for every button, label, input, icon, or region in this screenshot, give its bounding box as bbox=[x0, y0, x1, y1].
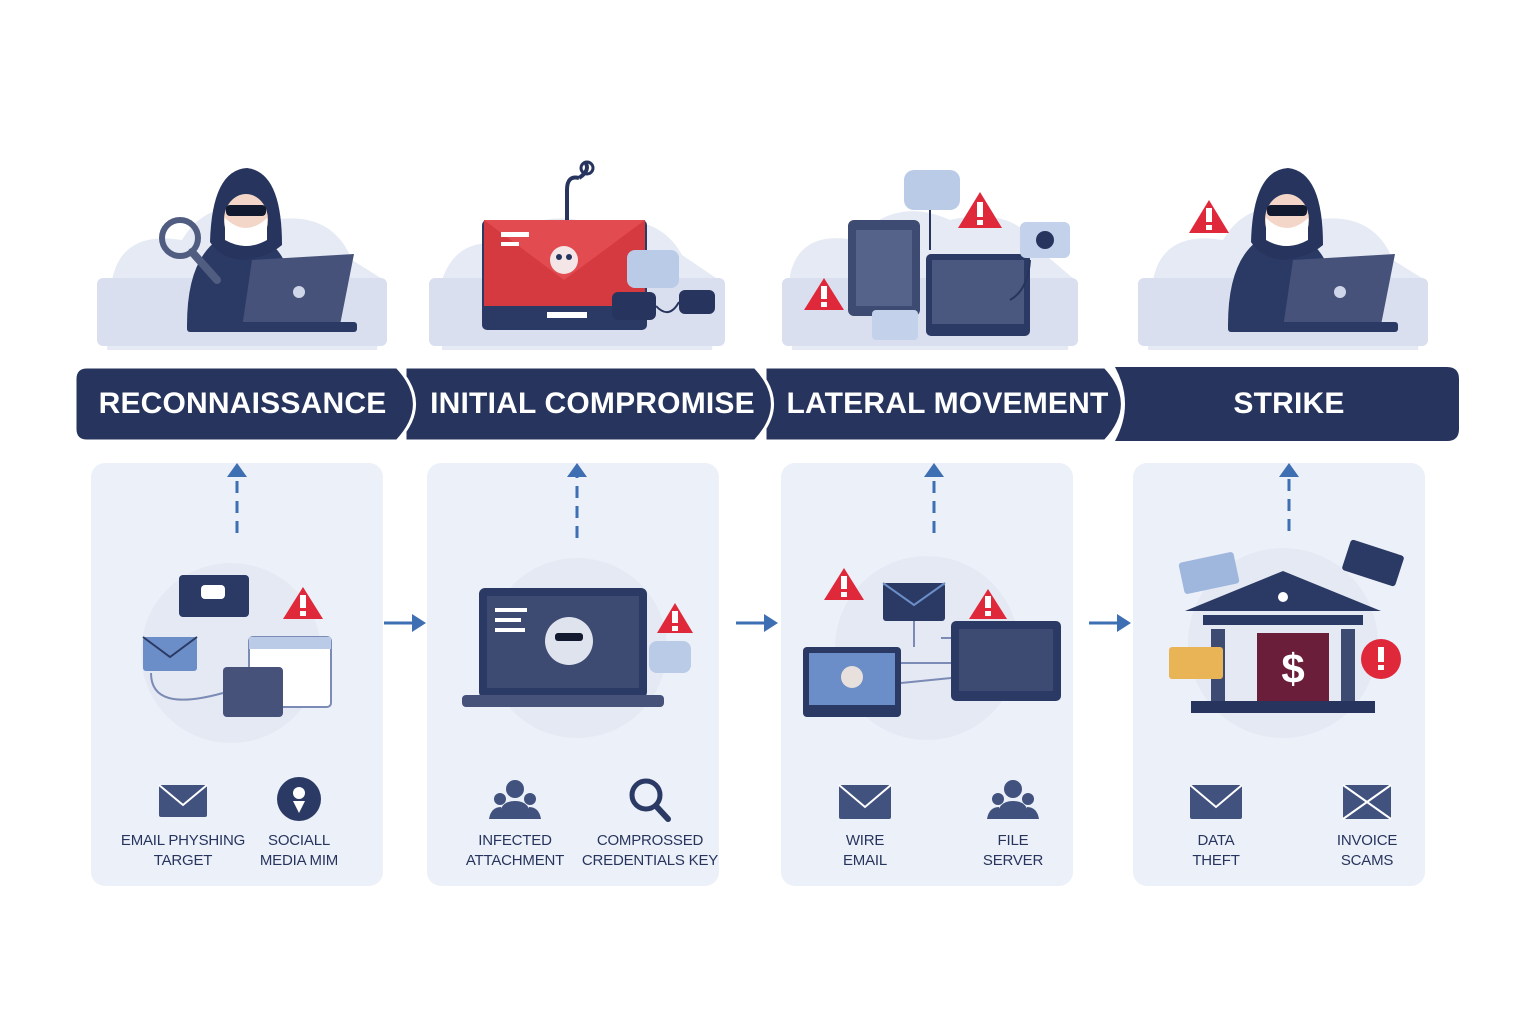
strike-detail-art: $ bbox=[1133, 463, 1425, 763]
item-file-server: FILE SERVER bbox=[943, 775, 1083, 871]
item-label-line1: FILE bbox=[997, 832, 1029, 849]
reconnaissance-detail-art bbox=[91, 463, 383, 763]
item-wire-email: WIRE EMAIL bbox=[795, 775, 935, 871]
reconnaissance-panel: EMAIL PHYSHING TARGET SOCIALL MEDIA MIM bbox=[91, 463, 383, 886]
stage-label-lateral-movement: LATERAL MOVEMENT bbox=[786, 387, 1109, 420]
envelope-x-icon bbox=[1339, 775, 1395, 825]
item-label-line2: CREDENTIALS KEY bbox=[581, 852, 719, 869]
users-icon bbox=[487, 775, 543, 825]
item-label-line1: EMAIL PHYSHING bbox=[120, 832, 246, 849]
item-label-line2: SCAMS bbox=[1340, 852, 1394, 869]
item-invoice-scams: INVOICE SCAMS bbox=[1297, 775, 1437, 871]
item-data-theft: DATA THEFT bbox=[1146, 775, 1286, 871]
item-label-line1: COMPROSSED bbox=[596, 832, 704, 849]
strike-illustration bbox=[1133, 150, 1433, 350]
item-label-line2: SERVER bbox=[982, 852, 1044, 869]
item-compromised-credentials: COMPROSSED CREDENTIALS KEY bbox=[580, 775, 720, 871]
item-label-line2: THEFT bbox=[1192, 852, 1240, 869]
stage-label-initial-compromise: INITIAL COMPROMISE bbox=[430, 387, 755, 420]
right-arrow-icon bbox=[734, 608, 780, 638]
initial-compromise-detail-art bbox=[427, 463, 719, 763]
envelope-icon bbox=[155, 775, 211, 825]
stage-label-strike: STRIKE bbox=[1233, 387, 1345, 420]
stage-label-reconnaissance: RECONNAISSANCE bbox=[98, 387, 387, 420]
item-label-line1: INVOICE bbox=[1336, 832, 1398, 849]
lateral-movement-illustration bbox=[780, 150, 1080, 350]
envelope-icon bbox=[837, 775, 893, 825]
svg-text:$: $ bbox=[1281, 645, 1304, 692]
users-icon bbox=[985, 775, 1041, 825]
lateral-movement-panel: WIRE EMAIL FILE SERVER bbox=[781, 463, 1073, 886]
item-label-line1: SOCIALL bbox=[268, 832, 330, 849]
right-arrow-icon bbox=[1087, 608, 1133, 638]
item-label-line1: WIRE bbox=[845, 832, 885, 849]
lateral-movement-detail-art bbox=[781, 463, 1073, 763]
right-arrow-icon bbox=[382, 608, 428, 638]
reconnaissance-illustration bbox=[92, 150, 392, 350]
item-label-line2: EMAIL bbox=[842, 852, 887, 869]
initial-compromise-panel: INFECTED ATTACHMENT COMPROSSED CREDENTIALS… bbox=[427, 463, 719, 886]
item-label-line1: DATA bbox=[1197, 832, 1235, 849]
user-pin-icon bbox=[271, 775, 327, 825]
item-label-line2: TARGET bbox=[153, 852, 213, 869]
item-infected-attachment: INFECTED ATTACHMENT bbox=[445, 775, 585, 871]
item-social-media: SOCIALL MEDIA MIM bbox=[229, 775, 369, 871]
item-label-line2: MEDIA MIM bbox=[259, 852, 339, 869]
initial-compromise-illustration bbox=[427, 150, 727, 350]
magnifier-icon bbox=[622, 775, 678, 825]
item-label-line2: ATTACHMENT bbox=[465, 852, 565, 869]
item-label-line1: INFECTED bbox=[478, 832, 552, 849]
item-email-phishing-target: EMAIL PHYSHING TARGET bbox=[113, 775, 253, 871]
strike-panel: $ DATA THEFT INVOICE SCAMS bbox=[1133, 463, 1425, 886]
envelope-icon bbox=[1188, 775, 1244, 825]
attack-stages-bar bbox=[75, 367, 1459, 441]
